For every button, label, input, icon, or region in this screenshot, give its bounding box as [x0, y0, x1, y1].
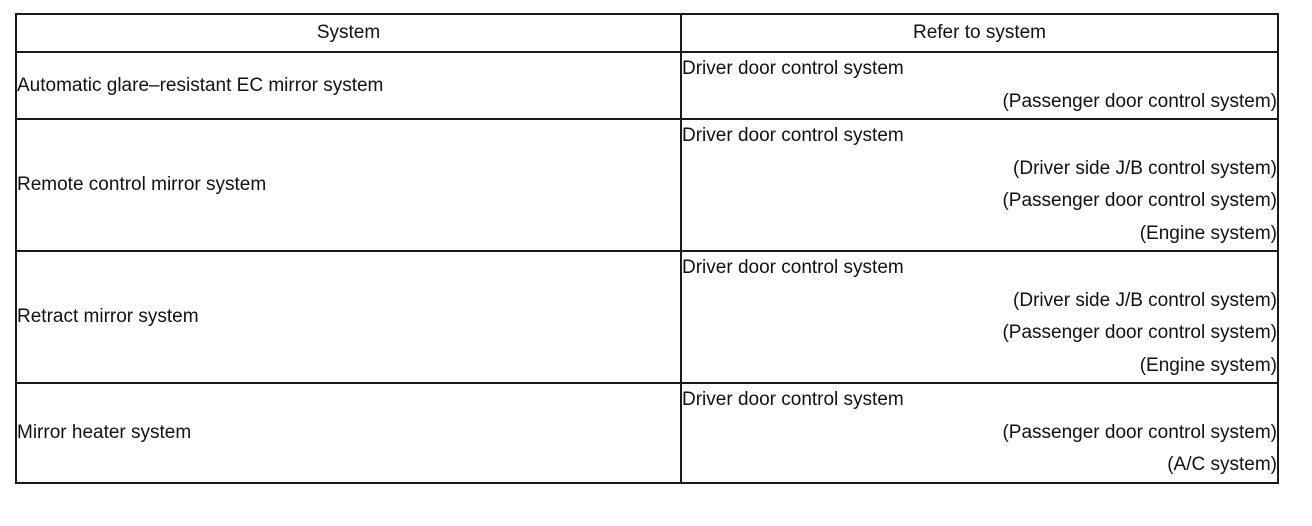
system-name-cell: Automatic glare–resistant EC mirror syst…: [15, 51, 682, 120]
table-row: Retract mirror system Driver door contro…: [15, 250, 1279, 384]
refer-secondary: (A/C system): [1167, 454, 1277, 475]
column-header-system: System: [15, 13, 682, 53]
refer-secondary: (Passenger door control system): [1002, 322, 1277, 343]
refer-primary: Driver door control system: [682, 389, 904, 410]
table-header-row: System Refer to system: [15, 13, 1279, 53]
refer-secondary: (Engine system): [1139, 222, 1277, 244]
table-row: Automatic glare–resistant EC mirror syst…: [15, 51, 1279, 120]
refer-secondary: (Engine system): [1139, 354, 1277, 376]
system-name-cell: Mirror heater system: [15, 382, 682, 484]
system-name-cell: Retract mirror system: [15, 250, 682, 384]
refer-secondary: (Driver side J/B control system): [1013, 157, 1277, 179]
refer-cell: Driver door control system (Driver side …: [680, 118, 1279, 252]
column-header-refer: Refer to system: [680, 13, 1279, 53]
refer-cell: Driver door control system (Passenger do…: [680, 382, 1279, 484]
refer-secondary: (Passenger door control system): [1002, 421, 1277, 443]
refer-secondary: (Passenger door control system): [1002, 190, 1277, 211]
system-reference-table: System Refer to system Automatic glare–r…: [15, 13, 1279, 484]
system-name-cell: Remote control mirror system: [15, 118, 682, 252]
refer-cell: Driver door control system (Driver side …: [680, 250, 1279, 384]
refer-secondary: (Passenger door control system): [1002, 90, 1277, 112]
refer-primary: Driver door control system: [682, 257, 904, 278]
refer-cell: Driver door control system (Passenger do…: [680, 51, 1279, 120]
refer-primary: Driver door control system: [682, 125, 904, 146]
refer-primary: Driver door control system: [682, 58, 904, 79]
table-row: Remote control mirror system Driver door…: [15, 118, 1279, 252]
table-row: Mirror heater system Driver door control…: [15, 382, 1279, 484]
refer-secondary: (Driver side J/B control system): [1013, 289, 1277, 311]
